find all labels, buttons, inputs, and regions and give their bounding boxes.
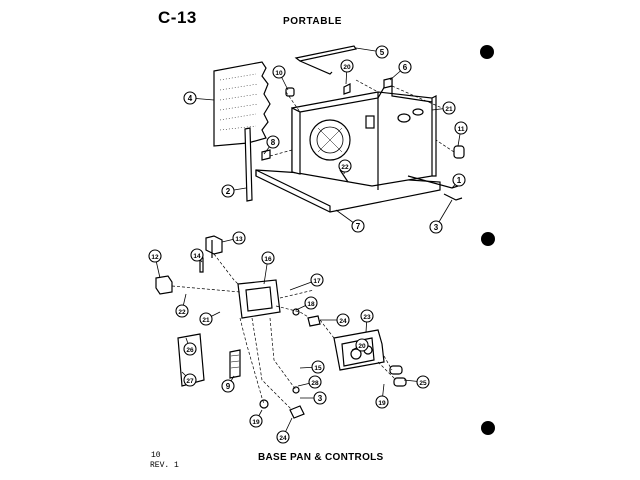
callout-number-lower-16: 16 [264,256,272,263]
callout-number-upper-2: 2 [226,187,231,196]
callout-number-lower-19: 19 [252,419,260,426]
callout-circle-upper-7 [351,219,365,233]
callout-circle-upper-4 [183,91,197,105]
callout-circle-lower-12 [148,249,162,263]
callout-circle-lower-22 [175,304,189,318]
callout-number-lower-21: 21 [202,317,210,324]
callout-circle-lower-20 [355,338,369,352]
callout-number-lower-28: 28 [311,380,319,387]
callout-number-upper-21: 21 [445,106,453,113]
callout-circle-lower-27 [183,373,197,387]
callout-number-lower-12: 12 [151,254,159,261]
callout-number-upper-6: 6 [403,63,408,72]
page-number: 10 [151,451,161,460]
callout-number-lower-22: 22 [178,309,186,316]
callout-circle-lower-24 [336,313,350,327]
callout-number-lower-23: 23 [363,314,371,321]
callout-circle-upper-20 [340,59,354,73]
callout-circle-upper-11 [454,121,468,135]
controls-assembly [155,235,407,419]
callout-number-upper-22: 22 [341,164,349,171]
callout-circle-upper-8 [266,135,280,149]
callout-circle-lower-16 [261,251,275,265]
callout-circle-lower-19 [249,414,263,428]
punch-hole-top [480,45,494,59]
callout-circle-lower-18 [304,296,318,310]
callout-number-upper-3: 3 [434,223,439,232]
callout-number-lower-25: 25 [419,380,427,387]
callout-number-upper-20: 20 [343,64,351,71]
callout-circle-lower-26 [183,342,197,356]
cabinet-assembly [213,45,465,213]
callout-number-upper-5: 5 [380,48,385,57]
callout-number-lower-13: 13 [235,236,243,243]
callout-number-lower-9: 9 [226,382,231,391]
punch-hole-middle [481,232,495,246]
callout-number-lower-27: 27 [186,378,194,385]
callout-circle-lower-9 [221,379,235,393]
callout-circle-upper-21 [442,101,456,115]
callout-number-lower-17: 17 [313,278,321,285]
callout-number-lower-24: 24 [279,435,287,442]
callout-number-lower-24: 24 [339,318,347,325]
punch-hole-bottom [481,421,495,435]
callout-number-lower-20: 20 [358,343,366,350]
callout-circle-lower-25 [416,375,430,389]
callout-circle-upper-3 [429,220,443,234]
callout-number-lower-15: 15 [314,365,322,372]
callout-number-upper-10: 10 [275,70,283,77]
callout-circle-upper-5 [375,45,389,59]
callout-number-upper-11: 11 [458,126,465,133]
footer-title: BASE PAN & CONTROLS [258,452,384,463]
page-id: C-13 [158,8,197,27]
callout-circle-lower-15 [311,360,325,374]
callout-circle-upper-6 [398,60,412,74]
callout-circle-upper-22 [338,159,352,173]
callout-circle-lower-23 [360,309,374,323]
callout-circle-lower-14 [190,248,204,262]
callout-circle-lower-17 [310,273,324,287]
callout-circle-lower-3 [313,391,327,405]
revision-label: REV. 1 [150,461,179,470]
callout-number-upper-4: 4 [188,94,193,103]
callout-circle-lower-24 [276,430,290,444]
callout-circle-lower-13 [232,231,246,245]
callout-circle-upper-2 [221,184,235,198]
callout-number-lower-3: 3 [318,394,323,403]
callout-number-upper-1: 1 [457,176,462,185]
section-title: PORTABLE [283,16,343,27]
callout-circle-lower-19 [375,395,389,409]
callout-number-upper-8: 8 [271,138,276,147]
callout-circle-lower-28 [308,375,322,389]
callout-number-lower-14: 14 [193,253,201,260]
callout-circle-lower-21 [199,312,213,326]
callout-circle-upper-1 [452,173,466,187]
callout-number-lower-18: 18 [307,301,315,308]
callout-number-lower-26: 26 [186,347,194,354]
callout-number-lower-19: 19 [378,400,386,407]
callout-circle-upper-10 [272,65,286,79]
callout-number-upper-7: 7 [356,222,361,231]
